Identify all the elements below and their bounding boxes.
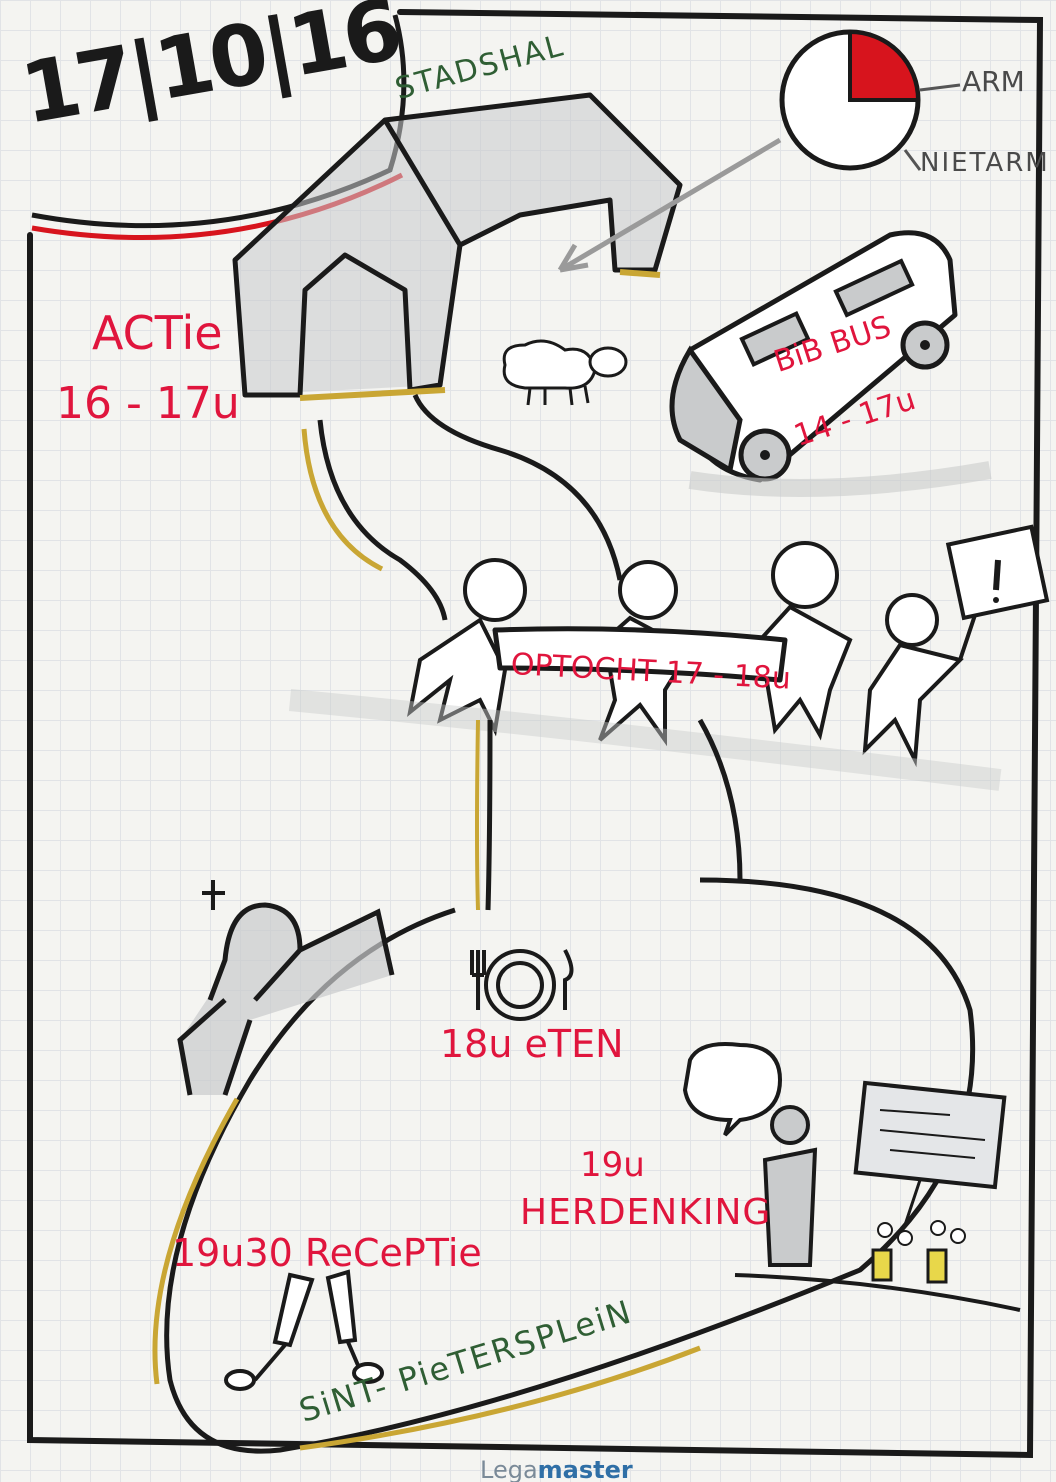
screen-icon bbox=[856, 1083, 1005, 1225]
pie-slice-arm bbox=[850, 32, 918, 100]
actie-label: ACTie bbox=[92, 310, 223, 356]
church-icon bbox=[180, 880, 392, 1095]
champagne-glass-icon bbox=[226, 1275, 312, 1389]
actie-time: 16 - 17u bbox=[56, 382, 240, 426]
person-icon bbox=[865, 595, 960, 760]
receptie-label: 19u30 ReCePTie bbox=[172, 1234, 482, 1272]
champagne-glass-icon bbox=[328, 1272, 382, 1382]
protest-sign-icon bbox=[948, 527, 1047, 660]
pie-legend-arm: ARM bbox=[962, 68, 1025, 96]
sheep-icon bbox=[504, 341, 626, 405]
eten-label: 18u eTEN bbox=[440, 1025, 624, 1063]
herdenking-time: 19u bbox=[580, 1148, 645, 1182]
brand-prefix: Lega bbox=[480, 1456, 538, 1482]
flower-pot-icon bbox=[928, 1221, 965, 1282]
plate-cutlery-icon bbox=[472, 950, 572, 1019]
flower-pot-icon bbox=[873, 1223, 912, 1280]
brand-logo: Legamaster bbox=[480, 1458, 633, 1482]
lectern-icon bbox=[765, 1107, 815, 1265]
herdenking-label: HERDENKING bbox=[520, 1195, 771, 1231]
brand-suffix: master bbox=[538, 1456, 633, 1482]
pie-legend-niet-arm: NIETARM bbox=[920, 150, 1050, 176]
speech-bubble-icon bbox=[685, 1044, 780, 1135]
